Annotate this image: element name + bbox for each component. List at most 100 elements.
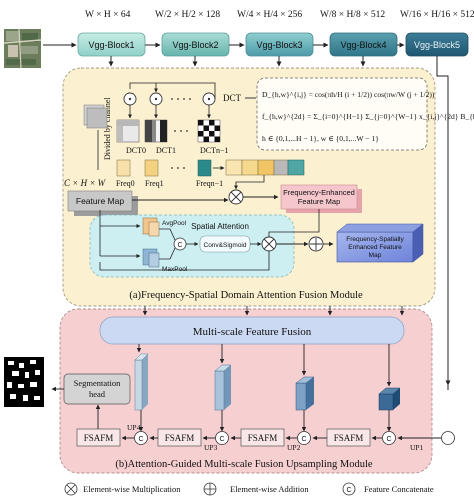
formula-line-2: f_{h,w}^{2d} = Σ_{i=0}^{H−1} Σ_{j=0}^{W−… [262, 112, 474, 121]
vgg-block-1: Vgg-Block1 [77, 32, 146, 57]
dct-label: DCT [223, 93, 242, 103]
maxpool-box: MaxPool [142, 248, 188, 273]
dct-basis-0 [116, 105, 140, 143]
fsafm-box-4: FSAFM [326, 428, 371, 447]
vgg-block-5: Vgg-Block5 [405, 32, 469, 57]
output-segmentation-mask [4, 357, 44, 407]
svg-text:FSAFM: FSAFM [84, 433, 114, 443]
fusion-title: Multi-scale Feature Fusion [193, 326, 312, 338]
vgg-block-1-label: Vgg-Block1 [88, 40, 134, 50]
feature-cuboid-1 [134, 353, 149, 411]
sa-concat-node: C [173, 237, 187, 251]
conv-sigmoid-box: Conv&Sigmoid [199, 235, 251, 253]
vgg-block-3: Vgg-Block3 [245, 32, 314, 57]
fsafm-box-1: FSAFM [76, 428, 121, 447]
spatial-attention-label: Spatial Attention [191, 222, 249, 231]
freq-sub-0: Freq0 [116, 179, 135, 188]
encoder-dim-labels: W × H × 64 W/2 × H/2 × 128 W/4 × H/4 × 2… [85, 10, 474, 20]
vgg-block-2: Vgg-Block2 [161, 32, 230, 57]
dim-label-3: W/4 × H/4 × 256 [237, 10, 302, 20]
ellipsis-dots-top [171, 98, 191, 100]
cuboid-to-concat-arrows [138, 410, 392, 432]
freq-sub-1: Freq1 [145, 179, 164, 188]
fsda-add-node [308, 236, 324, 252]
frequency-vector [225, 159, 305, 176]
legend: Element-wise Multiplication Element-wise… [64, 482, 434, 496]
fsafm-box-3: FSAFM [240, 428, 285, 447]
dct-sub-0: DCT0 [126, 146, 146, 155]
vgg-block-3-label: Vgg-Block3 [256, 40, 302, 50]
ellipsis-dots-mid [174, 130, 188, 132]
dct-mult-dots [128, 97, 211, 101]
svg-text:FSAFM: FSAFM [334, 433, 364, 443]
fsda-to-fusion-arrows [142, 306, 405, 316]
svg-text:C: C [301, 436, 306, 443]
feature-cuboid-4 [378, 387, 401, 411]
legend-concat-icon: C [342, 482, 356, 496]
freq-slices [116, 159, 212, 177]
feature-map-label: Feature Map [76, 196, 124, 206]
freq-sub-n: Freqn−1 [196, 179, 223, 188]
svg-text:C: C [177, 242, 182, 249]
dct-formula-box: D_{h,w}^{i,j} = cos(πh/H (i + 1/2)) cos(… [256, 77, 474, 151]
formula-line-3: h ∈ {0,1,...H − 1}, w ∈ {0,1,...W − 1} [262, 134, 379, 143]
sa-multiply-node [261, 236, 277, 252]
dct-basis-n [197, 105, 221, 143]
dct-sub-n: DCTn−1 [200, 146, 229, 155]
svg-text:FSAFM: FSAFM [165, 433, 195, 443]
vgg-block-4: Vgg-Block4 [329, 32, 398, 57]
dim-label-2: W/2 × H/2 × 128 [155, 10, 220, 20]
feature-cuboid-2 [214, 364, 232, 411]
dct-sub-1: DCT1 [156, 146, 176, 155]
channel-slice-stack [83, 104, 108, 170]
divided-by-channel-label: Divided by channel [103, 97, 112, 160]
dim-label-1: W × H × 64 [85, 10, 131, 20]
vgg-block-5-label: Vgg-Block5 [414, 40, 460, 50]
vgg-block-2-label: Vgg-Block2 [172, 40, 218, 50]
decoder-concat-nodes: C C C C [134, 431, 455, 445]
up-label-2: UP2 [287, 443, 301, 452]
avgpool-box: AvgPool [142, 217, 187, 237]
dct-basis-1 [144, 105, 168, 143]
formula-line-1: D_{h,w}^{i,j} = cos(πh/H (i + 1/2)) cos(… [262, 90, 435, 99]
legend-concat-label: Feature Concatenate [364, 484, 434, 494]
up-label-3: UP3 [204, 443, 218, 452]
up-label-4: UP4 [127, 423, 141, 432]
up-label-1: UP1 [410, 443, 424, 452]
fusion-down-arrows [136, 344, 392, 387]
legend-add-icon [203, 482, 217, 496]
legend-mult-label: Element-wise Multiplication [83, 484, 181, 494]
maxpool-label: MaxPool [162, 266, 188, 273]
dim-label-5: W/16 × H/16 × 512 [400, 10, 474, 20]
svg-text:C: C [138, 436, 143, 443]
avgpool-label: AvgPool [162, 220, 187, 227]
ellipsis-dots-freq [171, 167, 185, 169]
cxhxw-label: C × H × W [64, 178, 107, 188]
svg-text:C: C [346, 487, 351, 494]
svg-text:FSAFM: FSAFM [248, 433, 278, 443]
spatial-attention-block: Spatial Attention [89, 214, 295, 278]
svg-text:C: C [219, 436, 224, 443]
dim-label-4: W/8 × H/8 × 512 [320, 10, 385, 20]
feature-cuboid-3 [295, 376, 315, 411]
fsda-caption: (a)Frequency-Spatial Domain Attention Fu… [129, 290, 363, 301]
legend-add-label: Element-wise Addition [230, 484, 309, 494]
svg-text:C: C [386, 436, 391, 443]
input-aerial-image [3, 28, 42, 69]
decoder-caption: (b)Attention-Guided Multi-scale Fusion U… [115, 459, 373, 470]
freq-multiply-node [228, 189, 244, 205]
encoder-arrows [108, 42, 451, 390]
feature-map-box: Feature Map [67, 190, 138, 216]
dct-top-bus [129, 82, 216, 99]
fsafm-box-2: FSAFM [157, 428, 202, 447]
fusion-bar: Multi-scale Feature Fusion [99, 316, 405, 345]
vgg-block-4-label: Vgg-Block4 [340, 40, 386, 50]
conv-sigmoid-label: Conv&Sigmoid [204, 242, 247, 249]
